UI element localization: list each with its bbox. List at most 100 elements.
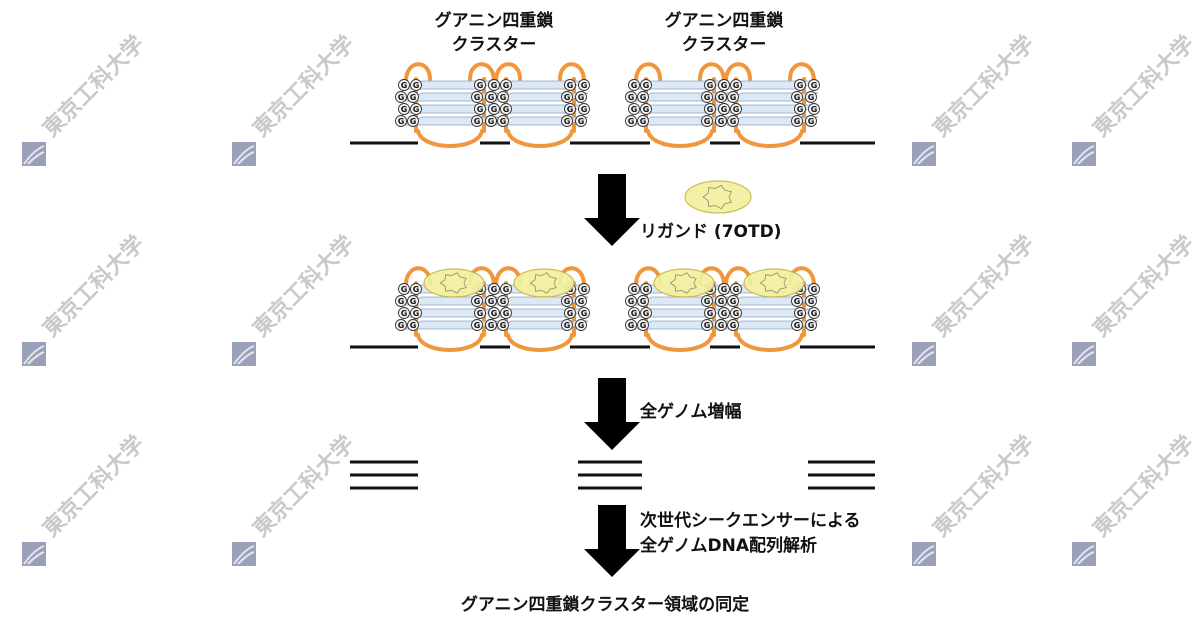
guanine-base: G (497, 115, 509, 127)
svg-text:G: G (491, 105, 498, 114)
watermark-text: 東京工科大学 (1088, 431, 1200, 543)
cluster-top-2-line-2: クラスター (682, 35, 767, 55)
guanine-base: G (564, 103, 576, 115)
svg-text:G: G (564, 93, 571, 102)
guanine-base: G (704, 307, 716, 319)
svg-text:G: G (410, 117, 417, 126)
svg-text:G: G (808, 93, 815, 102)
guanine-base: G (497, 295, 509, 307)
guanine-base: G (730, 307, 742, 319)
watermark-text: 東京工科大学 (248, 31, 360, 143)
svg-text:G: G (721, 81, 728, 90)
guanine-base: G (718, 283, 730, 295)
guanine-base: G (701, 319, 713, 331)
guanine-base: G (561, 319, 573, 331)
svg-text:G: G (643, 81, 650, 90)
svg-text:G: G (730, 321, 737, 330)
guanine-base: G (625, 91, 637, 103)
watermark-logo-icon (232, 542, 256, 566)
guanine-base: G (808, 283, 820, 295)
ligand-7otd (653, 268, 715, 298)
svg-text:G: G (503, 105, 510, 114)
svg-text:G: G (491, 309, 498, 318)
guanine-base: G (578, 283, 590, 295)
svg-text:G: G (413, 105, 420, 114)
svg-text:G: G (567, 105, 574, 114)
svg-text:G: G (640, 297, 647, 306)
svg-text:G: G (413, 309, 420, 318)
guanine-base: G (561, 115, 573, 127)
svg-text:G: G (718, 93, 725, 102)
guanine-base: G (500, 307, 512, 319)
ligand-7otd (513, 268, 575, 298)
svg-text:G: G (581, 105, 588, 114)
svg-text:G: G (488, 117, 495, 126)
watermark-logo-icon (1072, 142, 1096, 166)
guanine-base: G (575, 91, 587, 103)
svg-text:G: G (811, 309, 818, 318)
label-layer: グアニン四重鎖 クラスター グアニン四重鎖 クラスター リガンド (7OTD) … (435, 10, 861, 615)
guanine-base: G (791, 115, 803, 127)
watermark-text: 東京工科大学 (928, 231, 1040, 343)
svg-text:G: G (704, 117, 711, 126)
svg-text:G: G (631, 105, 638, 114)
watermark-layer: 東京工科大学東京工科大学東京工科大学東京工科大学東京工科大学東京工科大学東京工科… (22, 31, 1200, 566)
guanine-base: G (395, 319, 407, 331)
guanine-base: G (575, 319, 587, 331)
svg-text:G: G (643, 309, 650, 318)
guanine-base: G (805, 319, 817, 331)
ligand-7otd (743, 268, 805, 298)
guanine-base: G (701, 295, 713, 307)
guanine-base: G (407, 319, 419, 331)
svg-text:G: G (410, 321, 417, 330)
svg-text:G: G (643, 105, 650, 114)
cluster-top-1-line-2: クラスター (452, 35, 537, 55)
watermark-text: 東京工科大学 (38, 231, 150, 343)
guanine-base: G (727, 295, 739, 307)
guanine-base: G (485, 319, 497, 331)
guanine-base: G (485, 295, 497, 307)
svg-text:G: G (491, 285, 498, 294)
svg-text:G: G (477, 309, 484, 318)
guanine-base: G (637, 295, 649, 307)
watermark-logo-icon (232, 142, 256, 166)
svg-text:G: G (808, 297, 815, 306)
svg-text:G: G (581, 309, 588, 318)
watermark-logo-icon (912, 142, 936, 166)
watermark: 東京工科大学 (22, 431, 150, 566)
svg-text:G: G (797, 105, 804, 114)
guanine-base: G (715, 91, 727, 103)
svg-text:G: G (567, 81, 574, 90)
svg-text:G: G (718, 321, 725, 330)
svg-text:G: G (488, 321, 495, 330)
svg-text:G: G (474, 321, 481, 330)
watermark: 東京工科大学 (912, 31, 1040, 166)
process-arrow (584, 378, 640, 450)
svg-text:G: G (794, 297, 801, 306)
watermark-logo-icon (22, 142, 46, 166)
watermark: 東京工科大学 (912, 231, 1040, 366)
guanine-base: G (471, 91, 483, 103)
guanine-base: G (727, 91, 739, 103)
watermark: 東京工科大学 (912, 431, 1040, 566)
svg-text:G: G (707, 81, 714, 90)
guanine-base: G (500, 103, 512, 115)
svg-text:G: G (704, 93, 711, 102)
svg-text:G: G (643, 285, 650, 294)
guanine-base: G (640, 307, 652, 319)
guanine-base: G (410, 307, 422, 319)
svg-text:G: G (488, 297, 495, 306)
watermark-logo-icon (22, 342, 46, 366)
svg-text:G: G (474, 117, 481, 126)
guanine-base: G (564, 79, 576, 91)
svg-text:G: G (578, 321, 585, 330)
step-sequence-line-1: 次世代シークエンサーによる (640, 510, 861, 531)
svg-text:G: G (628, 93, 635, 102)
guanine-base: G (805, 295, 817, 307)
